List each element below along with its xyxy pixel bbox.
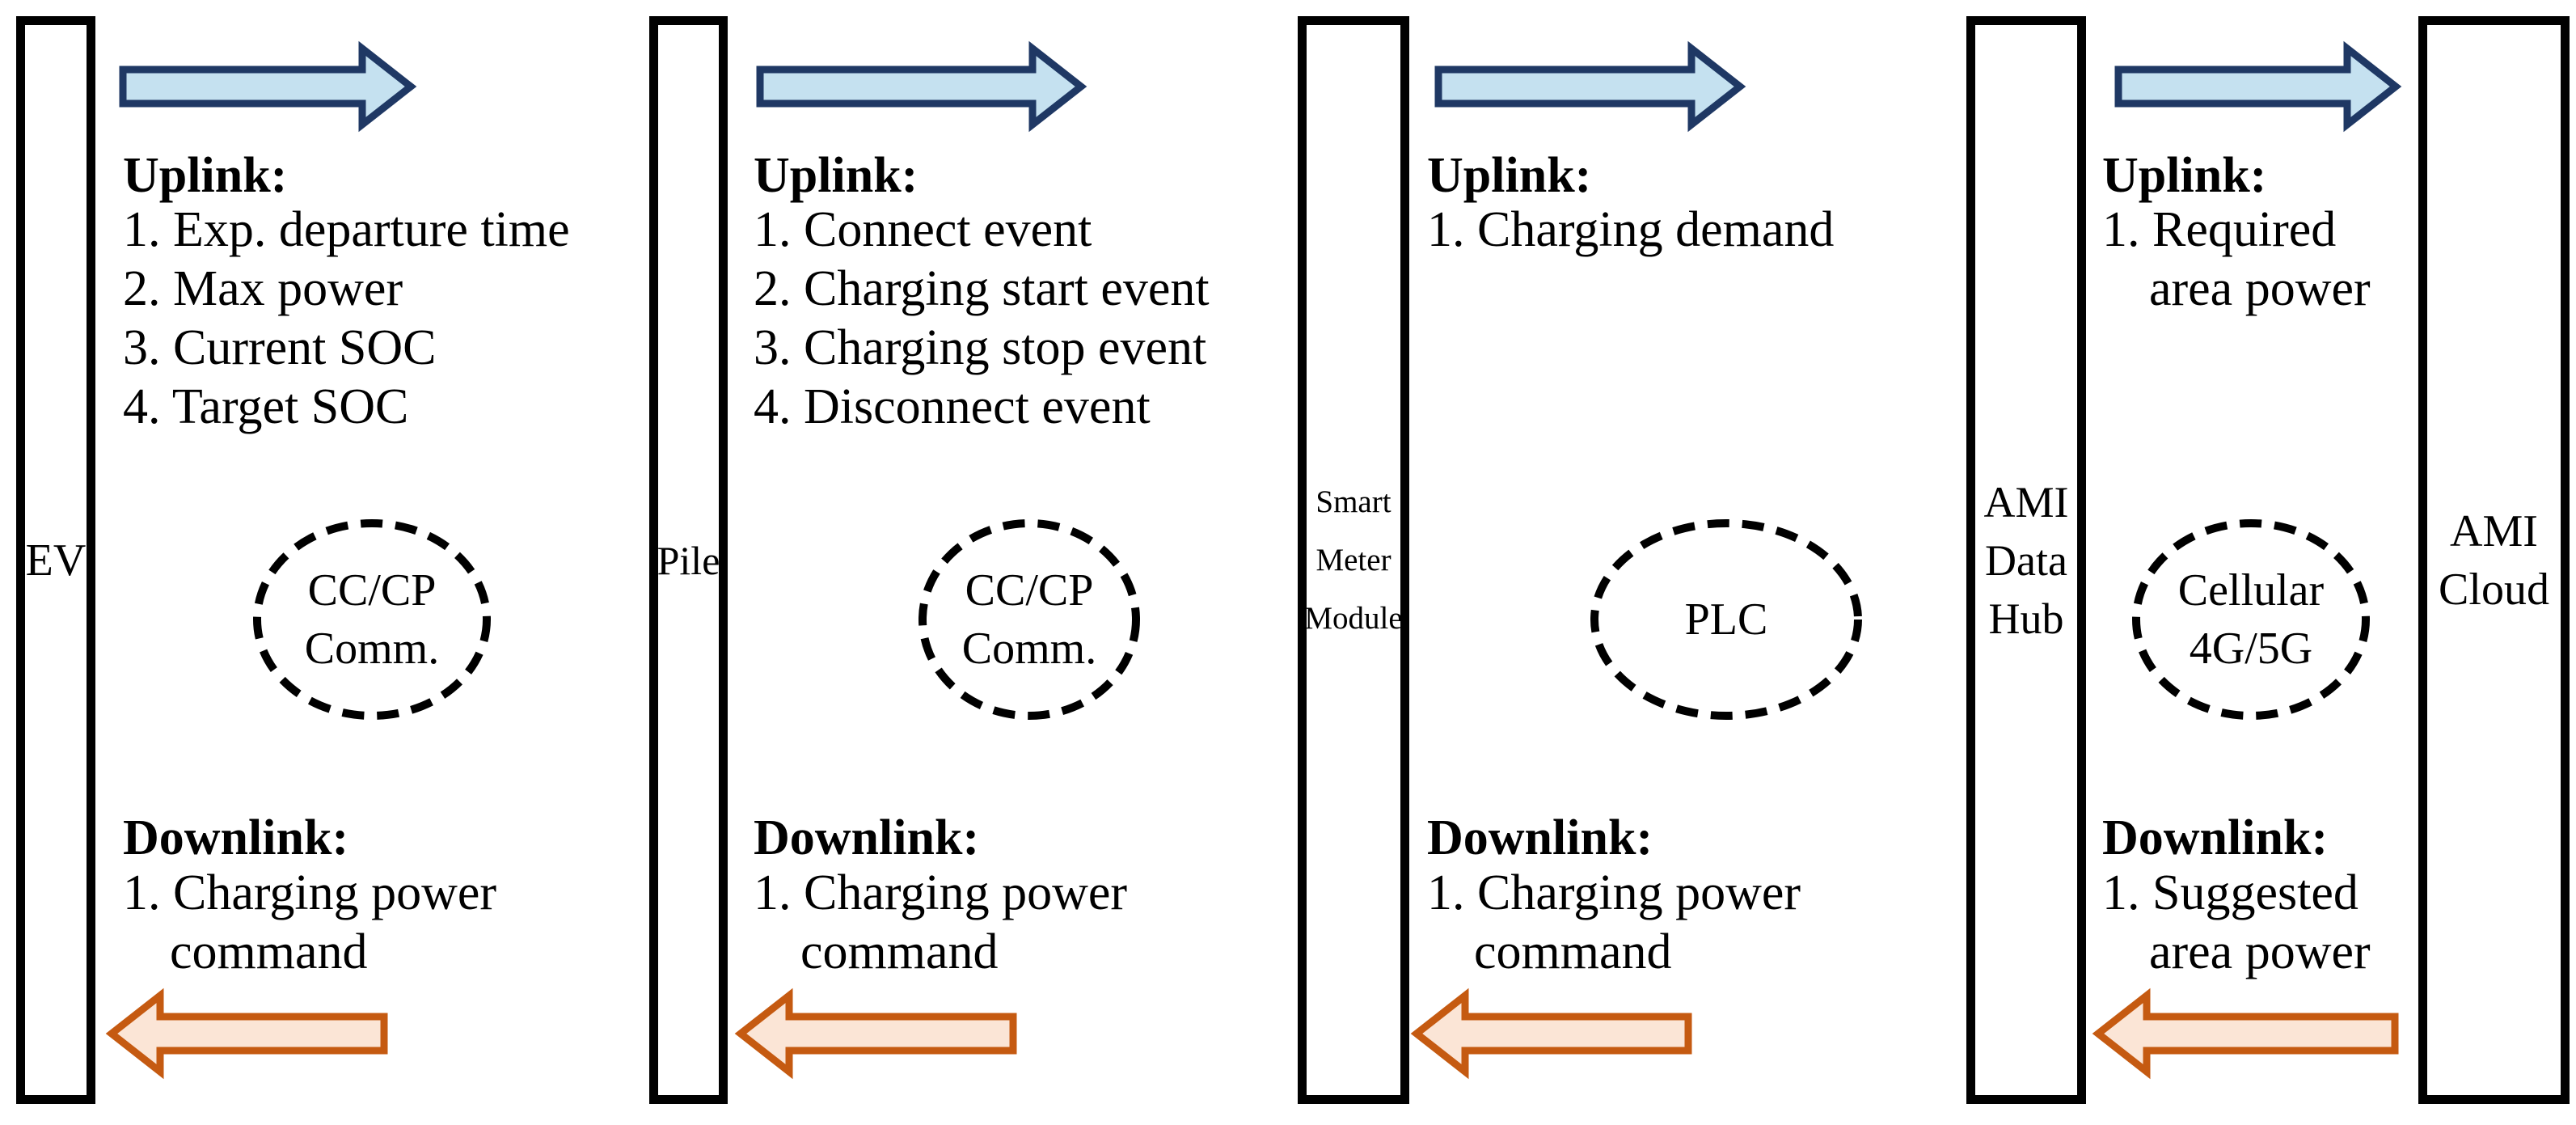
downlink-title-3: Downlink:	[1427, 810, 1653, 865]
comm-medium-label-3: PLC	[1684, 594, 1768, 645]
downlink-title-2: Downlink:	[754, 810, 980, 865]
uplink-items-4: 1. Required area power	[2102, 201, 2371, 319]
entity-ev-label: EV	[25, 535, 87, 586]
entity-amic-label-line1: AMI	[2450, 505, 2538, 556]
downlink-items-1: 1. Charging power command	[123, 864, 496, 982]
uplink-3-item: 1. Charging demand	[1427, 202, 1835, 257]
uplink-4-item: area power	[2149, 261, 2371, 316]
comm-medium-label-1: CC/CP Comm.	[304, 565, 440, 674]
uplink-arrow-icon-2	[756, 40, 1087, 133]
downlink-1-item: 1. Charging power	[123, 865, 497, 920]
downlink-title-4: Downlink:	[2102, 810, 2329, 865]
uplink-1-item: 1. Exp. departure time	[123, 202, 570, 257]
uplink-title-1: Uplink:	[123, 148, 288, 203]
uplink-items-3: 1. Charging demand	[1427, 201, 1834, 260]
entity-smm-label-line3: Module	[1304, 600, 1403, 636]
entity-smm-label-line2: Meter	[1315, 542, 1391, 577]
entity-amih-label-line1: AMI	[1983, 477, 2069, 527]
comm-medium-ellipse-icon-4	[2132, 519, 2370, 720]
downlink-items-3: 1. Charging power command	[1427, 864, 1801, 982]
entity-smart-meter-module: Smart Meter Module	[1298, 16, 1409, 1104]
uplink-arrow-icon-1	[119, 40, 417, 133]
downlink-4-item: 1. Suggested	[2102, 865, 2359, 920]
downlink-title-1: Downlink:	[123, 810, 349, 865]
downlink-2-item: 1. Charging power	[754, 865, 1128, 920]
uplink-4-item: 1. Required	[2102, 202, 2337, 257]
downlink-arrow-icon-2	[734, 988, 1017, 1080]
entity-amic-label-line2: Cloud	[2439, 564, 2549, 615]
downlink-1-item: command	[170, 924, 368, 979]
uplink-arrow-icon-3	[1434, 40, 1746, 133]
entity-pile: Pile	[649, 16, 728, 1104]
uplink-2-item: 1. Connect event	[754, 202, 1092, 257]
comm-medium-ellipse-icon-2	[918, 519, 1140, 720]
downlink-arrow-icon-4	[2092, 988, 2399, 1080]
downlink-items-4: 1. Suggested area power	[2102, 864, 2371, 982]
uplink-title-2: Uplink:	[754, 148, 918, 203]
uplink-arrow-icon-4	[2114, 40, 2402, 133]
entity-amih-label-line2: Data	[1985, 535, 2067, 585]
entity-smm-label-line1: Smart	[1315, 484, 1391, 519]
uplink-1-item: 2. Max power	[123, 261, 403, 316]
uplink-2-item: 2. Charging start event	[754, 261, 1210, 316]
uplink-1-item: 3. Current SOC	[123, 320, 437, 375]
uplink-items-2: 1. Connect event 2. Charging start event…	[754, 201, 1210, 437]
comm-medium-ellipse-icon-3	[1590, 519, 1862, 720]
downlink-2-item: command	[800, 924, 999, 979]
downlink-3-item: command	[1474, 924, 1672, 979]
uplink-1-item: 4. Target SOC	[123, 379, 409, 434]
downlink-4-item: area power	[2149, 924, 2371, 979]
uplink-2-item: 3. Charging stop event	[754, 320, 1207, 375]
entity-ami-cloud: AMI Cloud	[2418, 16, 2570, 1104]
uplink-items-1: 1. Exp. departure time 2. Max power 3. C…	[123, 201, 570, 437]
entity-ami-data-hub: AMI Data Hub	[1966, 16, 2086, 1104]
uplink-2-item: 4. Disconnect event	[754, 379, 1151, 434]
uplink-title-4: Uplink:	[2102, 148, 2267, 203]
comm-medium-label-2: CC/CP Comm.	[961, 565, 1097, 674]
uplink-title-3: Uplink:	[1427, 148, 1592, 203]
comm-medium-ellipse-icon-1	[253, 519, 491, 720]
entity-amih-label-line3: Hub	[1988, 594, 2064, 643]
comm-medium-label-4: Cellular 4G/5G	[2177, 565, 2325, 674]
downlink-items-2: 1. Charging power command	[754, 864, 1127, 982]
entity-ev: EV	[16, 16, 95, 1104]
downlink-arrow-icon-3	[1410, 988, 1692, 1080]
entity-pile-label: Pile	[657, 537, 720, 583]
downlink-arrow-icon-1	[105, 988, 388, 1080]
downlink-3-item: 1. Charging power	[1427, 865, 1801, 920]
